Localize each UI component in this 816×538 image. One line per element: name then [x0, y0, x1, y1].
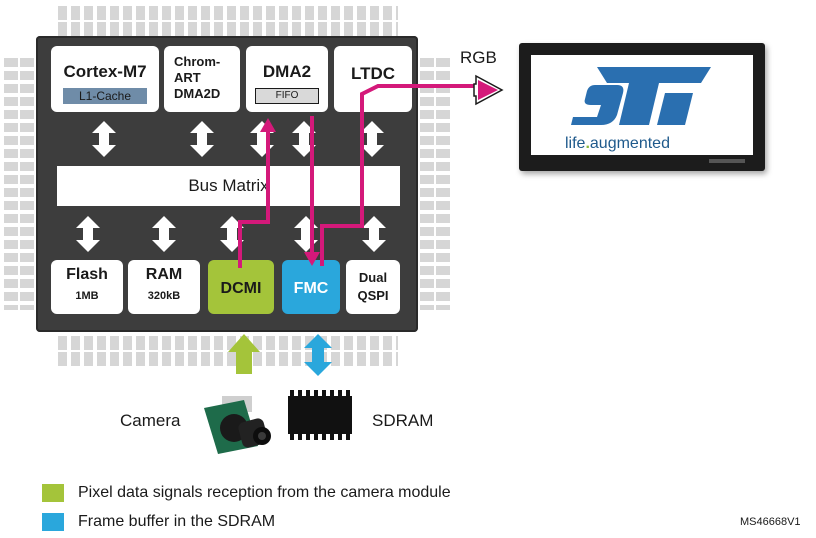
qspi-line1: Dual: [358, 270, 388, 285]
qspi-block: Dual QSPI: [346, 260, 400, 314]
chrom-art-block: Chrom- ART DMA2D: [164, 46, 240, 112]
tagline-dot: .: [585, 135, 590, 152]
legend-text-pixel-data: Pixel data signals reception from the ca…: [78, 484, 451, 501]
fifo-label: FIFO: [255, 88, 319, 104]
arrow-chromart-bus: [190, 121, 214, 157]
camera-module-icon: [204, 396, 271, 454]
sdram-label: SDRAM: [372, 411, 434, 430]
lcd-screen: ST life.augmented: [531, 55, 753, 155]
ltdc-label: LTDC: [350, 64, 396, 83]
sdram-bidirectional-arrow: [304, 334, 332, 376]
legend-swatch-pixel-data: [42, 484, 64, 502]
lcd-display: ST life.augmented: [519, 43, 765, 171]
figure-reference: MS46668V1: [740, 516, 801, 528]
path-fmc-arrowhead: [304, 252, 320, 266]
rgb-label: RGB: [460, 48, 497, 67]
bus-matrix: Bus Matrix: [57, 166, 400, 206]
flash-label: Flash: [66, 266, 108, 283]
flash-size: 1MB: [75, 290, 99, 302]
dma2-block: DMA2 FIFO: [246, 46, 328, 112]
cortex-m7-block: Cortex-M7 L1-Cache: [51, 46, 159, 112]
st-logo-icon: [571, 67, 711, 125]
arrow-bus-ram: [152, 216, 176, 252]
ram-label: RAM: [145, 266, 183, 283]
dcmi-block: DCMI: [208, 260, 274, 314]
ram-size: 320kB: [147, 290, 181, 302]
chip-pins-top-inner: [58, 22, 398, 36]
chrom-art-line1: Chrom-: [174, 54, 221, 69]
display-buttons: [709, 159, 745, 163]
arrow-bus-qspi: [362, 216, 386, 252]
fmc-block: FMC: [282, 260, 340, 314]
arrow-bus-fmc: [294, 216, 318, 252]
chip-pins-right: [420, 58, 434, 310]
path-display-arrowhead: [478, 80, 498, 100]
camera-input-arrow: [228, 334, 260, 374]
chip-pins-top: [58, 6, 398, 20]
dma2-label: DMA2: [262, 62, 312, 81]
arrow-bus-flash: [76, 216, 100, 252]
chrom-art-line3: DMA2D: [174, 86, 221, 101]
legend-text-frame-buffer: Frame buffer in the SDRAM: [78, 513, 276, 530]
chip-pins-left: [20, 58, 34, 310]
arrow-cortex-bus: [92, 121, 116, 157]
chip-pins-left-outer: [4, 58, 18, 310]
tagline-life: life: [565, 135, 586, 152]
sdram-chip-icon: [288, 390, 352, 440]
chip-pins-right-outer: [436, 58, 450, 310]
dcmi-label: DCMI: [220, 280, 262, 297]
qspi-line2: QSPI: [357, 288, 389, 303]
path-fmc-ltdc-display: [320, 84, 480, 266]
legend-swatch-frame-buffer: [42, 513, 64, 531]
path-dcmi-to-dma2: [238, 128, 270, 268]
camera-label: Camera: [120, 411, 181, 430]
chrom-art-line2: ART: [174, 70, 201, 85]
tagline-augmented: augmented: [589, 135, 670, 152]
path-dcmi-arrowhead: [260, 118, 276, 132]
fmc-label: FMC: [293, 280, 329, 297]
tagline: life.augmented: [565, 135, 670, 153]
ltdc-block: LTDC: [334, 46, 412, 112]
flash-block: Flash 1MB: [51, 260, 123, 314]
cortex-m7-label: Cortex-M7: [63, 62, 147, 81]
ram-block: RAM 320kB: [128, 260, 200, 314]
l1-cache-label: L1-Cache: [63, 88, 147, 104]
